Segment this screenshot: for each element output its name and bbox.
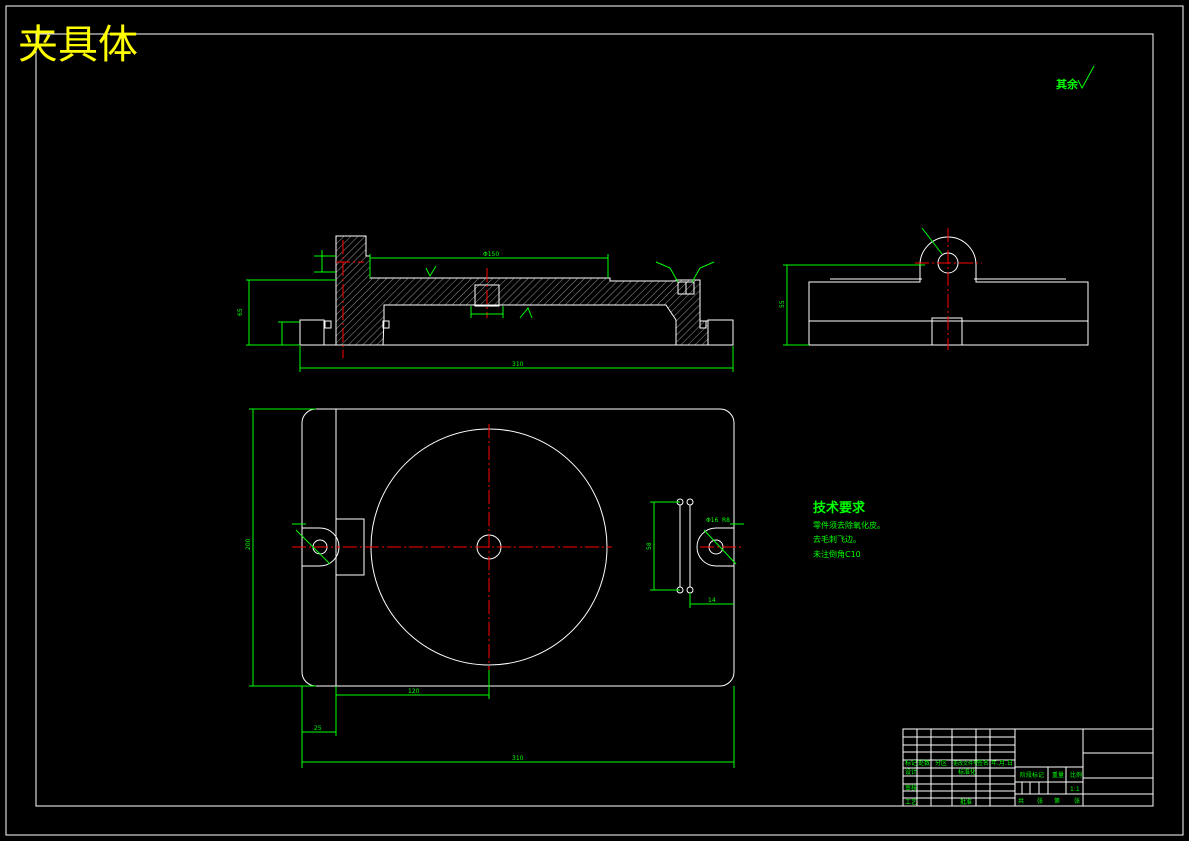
side-view: 55 bbox=[779, 227, 1089, 350]
tb-number: 第 bbox=[1054, 797, 1060, 805]
outer-border bbox=[5, 5, 1184, 836]
tb-row-mark: 标记 bbox=[905, 759, 917, 767]
tb-col-sign: 签名 bbox=[977, 759, 989, 767]
dim-edge-distance: 14 bbox=[708, 597, 716, 604]
drawing-title: 夹具体 bbox=[18, 22, 138, 68]
tb-row-process: 工艺 bbox=[905, 798, 917, 806]
dim-left-offset: 25 bbox=[314, 725, 322, 732]
dim-side-height: 55 bbox=[779, 300, 786, 308]
tech-req-line-2: 去毛刺飞边。 bbox=[813, 534, 861, 544]
tb-row-review: 审核 bbox=[905, 784, 917, 792]
tb-scale-value: 1:1 bbox=[1070, 786, 1080, 793]
title-block: 标记 设计 审核 工艺 处数 分区 更改文件号 签名 年.月.日 标准化 批准 … bbox=[902, 728, 1154, 807]
inner-border bbox=[35, 33, 1154, 807]
dim-center-offset: 120 bbox=[408, 688, 420, 695]
dim-slot-width: Φ16 bbox=[706, 517, 719, 524]
dim-plan-height: 200 bbox=[245, 538, 252, 550]
tb-col-count: 处数 bbox=[918, 759, 930, 767]
tb-scale-label: 比例 bbox=[1070, 771, 1082, 779]
tb-col-date: 年.月.日 bbox=[991, 759, 1013, 767]
tb-row-design: 设计 bbox=[905, 768, 917, 776]
tb-approval: 批准 bbox=[960, 798, 972, 806]
tb-stage: 阶段标记 bbox=[1020, 771, 1044, 779]
tb-col-zone: 分区 bbox=[935, 759, 947, 767]
tb-sheets: 张 bbox=[1037, 797, 1043, 805]
tb-col-change: 更改文件号 bbox=[953, 760, 978, 767]
plan-view: 200 120 25 310 58 14 Φ16 R8 bbox=[245, 408, 744, 768]
tb-weight: 重量 bbox=[1052, 771, 1064, 779]
tb-sheet: 张 bbox=[1074, 797, 1080, 805]
dim-plan-width: 310 bbox=[512, 755, 524, 762]
technical-requirements: 技术要求 零件须去除氧化皮。 去毛刺飞边。 未注倒角C10 bbox=[813, 500, 885, 559]
tb-standardization: 标准化 bbox=[958, 768, 976, 776]
front-section-view: Φ150 310 65 bbox=[237, 235, 734, 372]
tb-total: 共 bbox=[1018, 797, 1024, 805]
dim-side-radius: R8 bbox=[722, 517, 730, 524]
dim-front-height: 65 bbox=[237, 308, 244, 316]
tech-req-line-3: 未注倒角C10 bbox=[813, 549, 861, 559]
roughness-symbol: 其余 bbox=[1056, 65, 1095, 91]
roughness-label: 其余 bbox=[1056, 77, 1079, 91]
dim-slot-pitch: 58 bbox=[646, 542, 653, 550]
tech-req-heading: 技术要求 bbox=[813, 500, 866, 516]
tech-req-line-1: 零件须去除氧化皮。 bbox=[813, 520, 885, 530]
dim-overall-width: 310 bbox=[512, 361, 524, 368]
section-body bbox=[335, 235, 709, 346]
dim-top-width: Φ150 bbox=[483, 251, 499, 258]
